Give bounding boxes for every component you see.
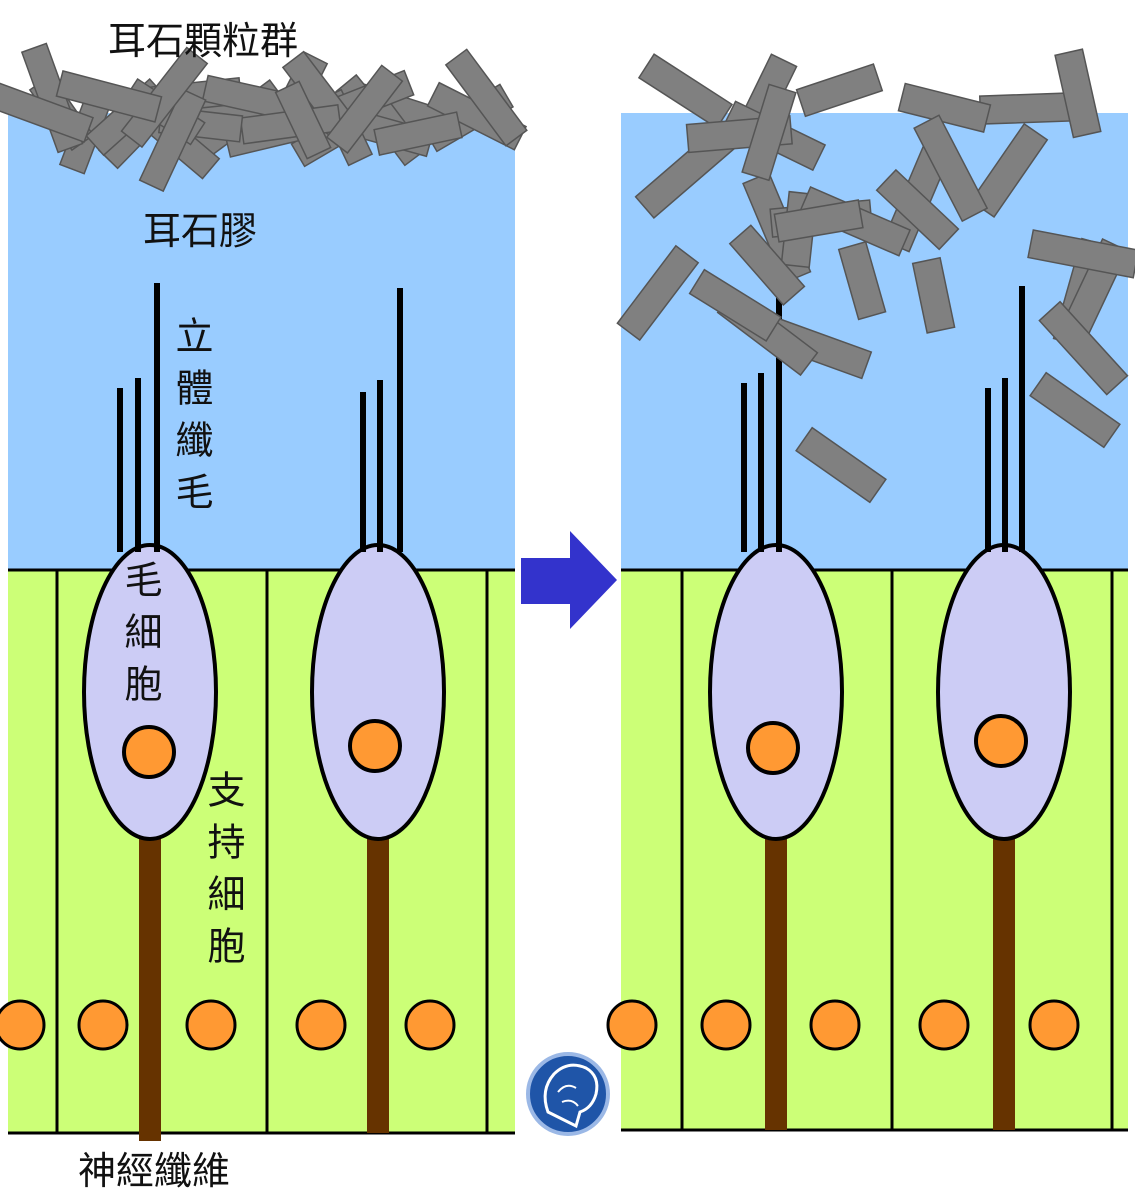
otolith-particle bbox=[373, 111, 463, 156]
hair-cell-nucleus bbox=[746, 721, 800, 775]
otolith-particle bbox=[1029, 371, 1121, 449]
logo-disc bbox=[526, 1052, 610, 1136]
otolith-particle bbox=[741, 83, 797, 182]
otolith-particle bbox=[795, 426, 887, 504]
nerve-fiber bbox=[139, 838, 161, 1141]
otolith-particle bbox=[728, 224, 806, 306]
otolith-particle bbox=[1054, 48, 1102, 139]
otolith-particle bbox=[688, 268, 782, 342]
nerve-fiber bbox=[993, 838, 1015, 1130]
otolith-particle bbox=[55, 70, 163, 123]
otolith-particle bbox=[913, 114, 989, 223]
label-otolith-particles: 耳石顆粒群 bbox=[108, 19, 299, 63]
otolith-particle bbox=[616, 244, 700, 342]
label-stereocilia: 立體纖毛 bbox=[169, 316, 213, 524]
otolith-particle bbox=[911, 256, 956, 334]
hair-cell bbox=[936, 543, 1072, 841]
logo-brain-outline bbox=[543, 1063, 599, 1129]
supporting-cell-nucleus bbox=[295, 999, 347, 1051]
supporting-cell-nucleus bbox=[809, 999, 861, 1051]
supporting-cell-nucleus bbox=[185, 999, 237, 1051]
otolith-particle bbox=[1027, 229, 1135, 279]
otolith-particle bbox=[138, 88, 207, 193]
otolith-particle bbox=[795, 63, 884, 118]
otolith-particle bbox=[837, 240, 887, 321]
otolith-particle bbox=[274, 80, 332, 160]
panel-before bbox=[0, 42, 528, 1141]
brain-logo-icon bbox=[526, 1052, 610, 1136]
otolith-particle bbox=[444, 48, 528, 147]
label-hair-cell: 毛細胞 bbox=[118, 560, 162, 716]
label-supporting-cell: 支持細胞 bbox=[201, 770, 245, 978]
supporting-cell-nucleus bbox=[700, 999, 752, 1051]
otolith-particle bbox=[875, 168, 960, 251]
supporting-cell-nucleus bbox=[404, 999, 456, 1051]
hair-cell-nucleus bbox=[974, 714, 1028, 768]
right-arrow-icon bbox=[521, 531, 617, 629]
otolithic-membrane bbox=[8, 113, 515, 570]
hair-cell bbox=[310, 543, 446, 841]
label-nerve-fiber: 神經纖維 bbox=[78, 1149, 231, 1193]
supporting-cell-nucleus bbox=[77, 999, 129, 1051]
otolith-particle bbox=[120, 46, 209, 149]
nerve-fiber bbox=[765, 838, 787, 1130]
otolith-particle bbox=[0, 79, 94, 144]
logo-brain-folds bbox=[557, 1084, 579, 1107]
nerve-fiber bbox=[367, 838, 389, 1133]
hair-cell bbox=[708, 543, 844, 841]
supporting-cell-nucleus bbox=[0, 999, 46, 1051]
supporting-cell-nucleus bbox=[1028, 999, 1080, 1051]
otolith-particle bbox=[1038, 300, 1129, 396]
hair-cell bbox=[82, 543, 218, 841]
otolith-particle bbox=[773, 199, 864, 243]
supporting-cell-nucleus bbox=[918, 999, 970, 1051]
hair-cell-nucleus bbox=[348, 719, 402, 773]
supporting-cell-nucleus bbox=[606, 999, 658, 1051]
panel-after bbox=[606, 48, 1135, 1132]
otolith-particle bbox=[637, 53, 734, 129]
label-otolithic-membrane: 耳石膠 bbox=[143, 209, 258, 253]
otolith-particle bbox=[325, 64, 404, 155]
hair-cell-nucleus bbox=[122, 725, 176, 779]
